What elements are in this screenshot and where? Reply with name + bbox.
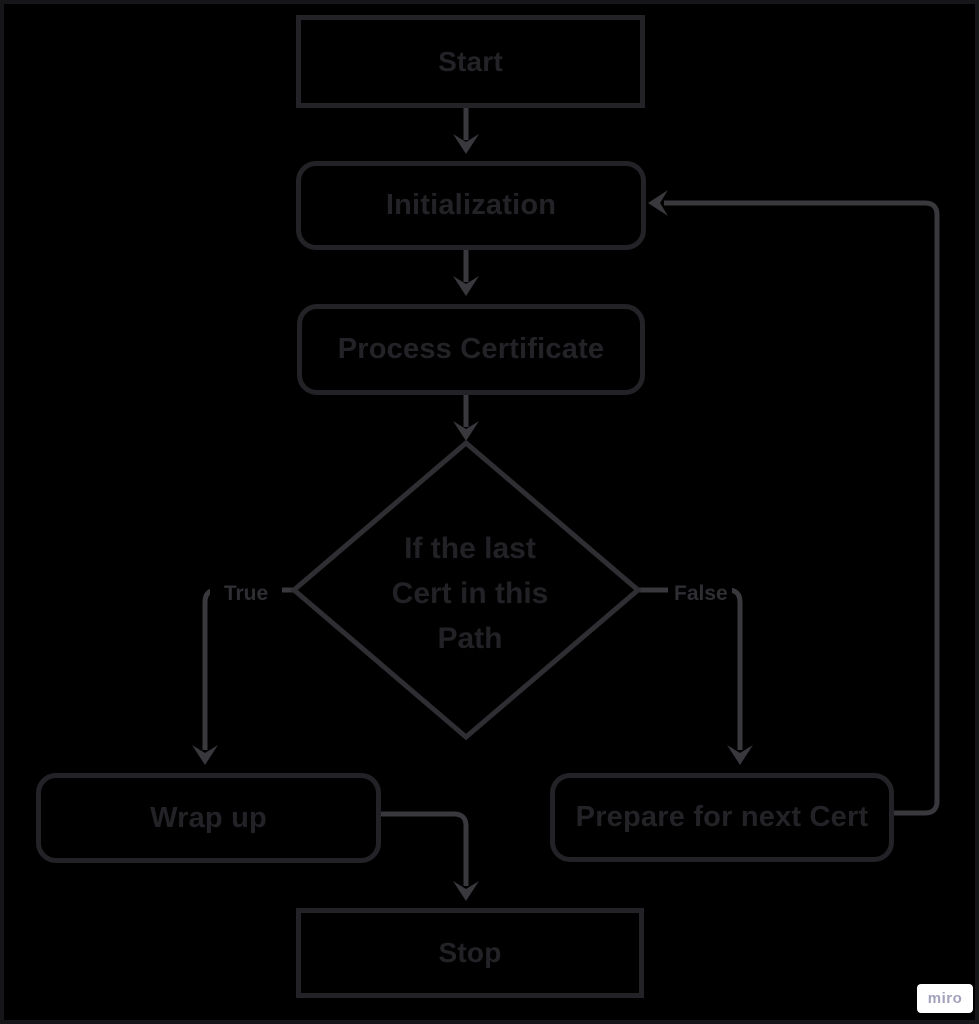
node-initialization-label: Initialization	[385, 189, 557, 221]
node-process-certificate-label: Process Certificate	[337, 333, 605, 365]
node-process-certificate: Process Certificate	[297, 304, 645, 395]
edge-wrapup-to-stop	[377, 811, 469, 886]
decision-label-line-2: Cert in this	[391, 577, 549, 610]
node-wrap-up: Wrap up	[36, 773, 381, 863]
edge-prepare-loop-to-init	[664, 200, 940, 816]
edge-label-true: True	[210, 580, 282, 608]
arrowhead-loop-into-init	[648, 190, 668, 216]
arrowhead-into-wrapup	[192, 745, 218, 765]
arrowhead-into-init	[453, 134, 479, 154]
decision-label-line-1: If the last	[404, 532, 536, 565]
edge-label-false: False	[668, 580, 732, 608]
decision-label-line-3: Path	[437, 622, 503, 655]
node-stop-label: Stop	[438, 937, 502, 968]
edge-decision-true-to-wrapup	[202, 587, 294, 750]
node-initialization: Initialization	[296, 161, 646, 250]
node-prepare-next-cert: Prepare for next Cert	[550, 773, 894, 862]
miro-logo-text: miro	[927, 990, 963, 1007]
decision-diamond-shape	[290, 439, 642, 741]
node-prepare-next-cert-label: Prepare for next Cert	[575, 801, 869, 833]
arrowhead-into-stop	[453, 881, 479, 901]
node-stop: Stop	[296, 908, 644, 998]
node-start: Start	[296, 15, 645, 108]
node-start-label: Start	[438, 45, 503, 77]
decision-label: If the last Cert in this Path	[350, 526, 590, 661]
node-wrap-up-label: Wrap up	[150, 801, 267, 834]
edge-decision-false-to-prepare	[638, 587, 743, 750]
arrowhead-into-prepare	[727, 745, 753, 765]
miro-watermark: miro	[917, 984, 973, 1013]
arrowhead-into-decision	[453, 421, 479, 441]
arrowhead-into-process	[453, 276, 479, 296]
